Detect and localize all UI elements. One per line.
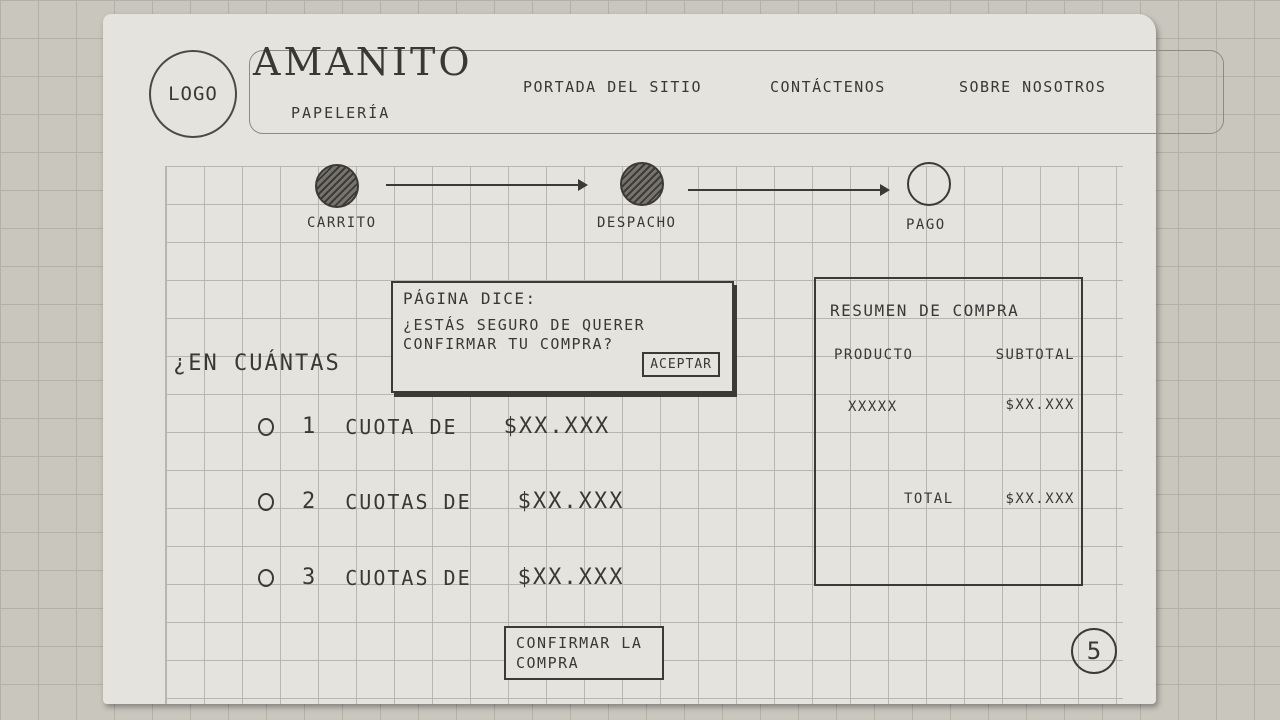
step-arrow bbox=[386, 179, 588, 191]
radio-button[interactable] bbox=[258, 492, 274, 511]
paper-sheet: LOGO AMANITO PAPELERÍA PORTADA DEL SITIO… bbox=[103, 14, 1224, 704]
installment-count: 1 bbox=[302, 414, 318, 439]
installment-option-1[interactable]: 1 CUOTA DE $XX.XXX bbox=[258, 414, 610, 439]
installment-option-3[interactable]: 3 CUOTAS DE $XX.XXX bbox=[258, 565, 624, 590]
radio-button[interactable] bbox=[258, 417, 274, 436]
grid-area bbox=[165, 166, 1123, 704]
confirm-dialog: PÁGINA DICE: ¿ESTÁS SEGURO DE QUERER CON… bbox=[391, 281, 734, 393]
installment-amount: $XX.XXX bbox=[503, 414, 611, 439]
nav-home[interactable]: PORTADA DEL SITIO bbox=[523, 78, 703, 96]
summary-item-subtotal: $XX.XXX bbox=[1005, 397, 1075, 413]
installment-option-2[interactable]: 2 CUOTAS DE $XX.XXX bbox=[258, 489, 624, 514]
step-payment-dot bbox=[907, 162, 951, 206]
summary-total-value: $XX.XXX bbox=[1005, 491, 1075, 507]
installment-count: 2 bbox=[302, 489, 318, 514]
step-arrow bbox=[688, 184, 890, 196]
dialog-message: ¿ESTÁS SEGURO DE QUERER CONFIRMAR TU COM… bbox=[403, 316, 646, 353]
installment-amount: $XX.XXX bbox=[517, 489, 625, 514]
logo-text: LOGO bbox=[168, 83, 218, 105]
brand-subtitle: PAPELERÍA bbox=[291, 104, 391, 122]
radio-button[interactable] bbox=[258, 568, 274, 587]
installment-label: CUOTA DE bbox=[345, 414, 458, 439]
installment-count: 3 bbox=[302, 565, 318, 590]
step-cart-label: CARRITO bbox=[307, 215, 377, 231]
accept-button[interactable]: ACEPTAR bbox=[642, 352, 720, 377]
summary-title: RESUMEN DE COMPRA bbox=[830, 301, 1020, 320]
purchase-summary: RESUMEN DE COMPRA PRODUCTO SUBTOTAL XXXX… bbox=[814, 277, 1083, 586]
nav-about[interactable]: SOBRE NOSOTROS bbox=[959, 78, 1107, 96]
dialog-title: PÁGINA DICE: bbox=[403, 289, 537, 308]
installments-question: ¿EN CUÁNTAS bbox=[173, 351, 341, 376]
summary-total-label: TOTAL bbox=[904, 491, 954, 507]
page-number: 5 bbox=[1071, 628, 1117, 674]
confirm-purchase-button[interactable]: CONFIRMAR LA COMPRA bbox=[504, 626, 664, 680]
brand-name: AMANITO bbox=[253, 40, 473, 84]
installment-label: CUOTAS DE bbox=[345, 489, 472, 514]
step-payment-label: PAGO bbox=[906, 217, 946, 233]
step-cart-dot bbox=[315, 164, 359, 208]
summary-col-product: PRODUCTO bbox=[834, 347, 914, 363]
installment-amount: $XX.XXX bbox=[517, 565, 625, 590]
logo[interactable]: LOGO bbox=[149, 50, 237, 138]
installment-label: CUOTAS DE bbox=[345, 565, 472, 590]
step-shipping-label: DESPACHO bbox=[597, 215, 677, 231]
page-number-text: 5 bbox=[1086, 637, 1102, 665]
summary-item-product: XXXXX bbox=[848, 399, 898, 415]
step-shipping-dot bbox=[620, 162, 664, 206]
header-bar bbox=[249, 50, 1224, 134]
summary-col-subtotal: SUBTOTAL bbox=[995, 347, 1075, 363]
nav-contact[interactable]: CONTÁCTENOS bbox=[770, 78, 886, 96]
